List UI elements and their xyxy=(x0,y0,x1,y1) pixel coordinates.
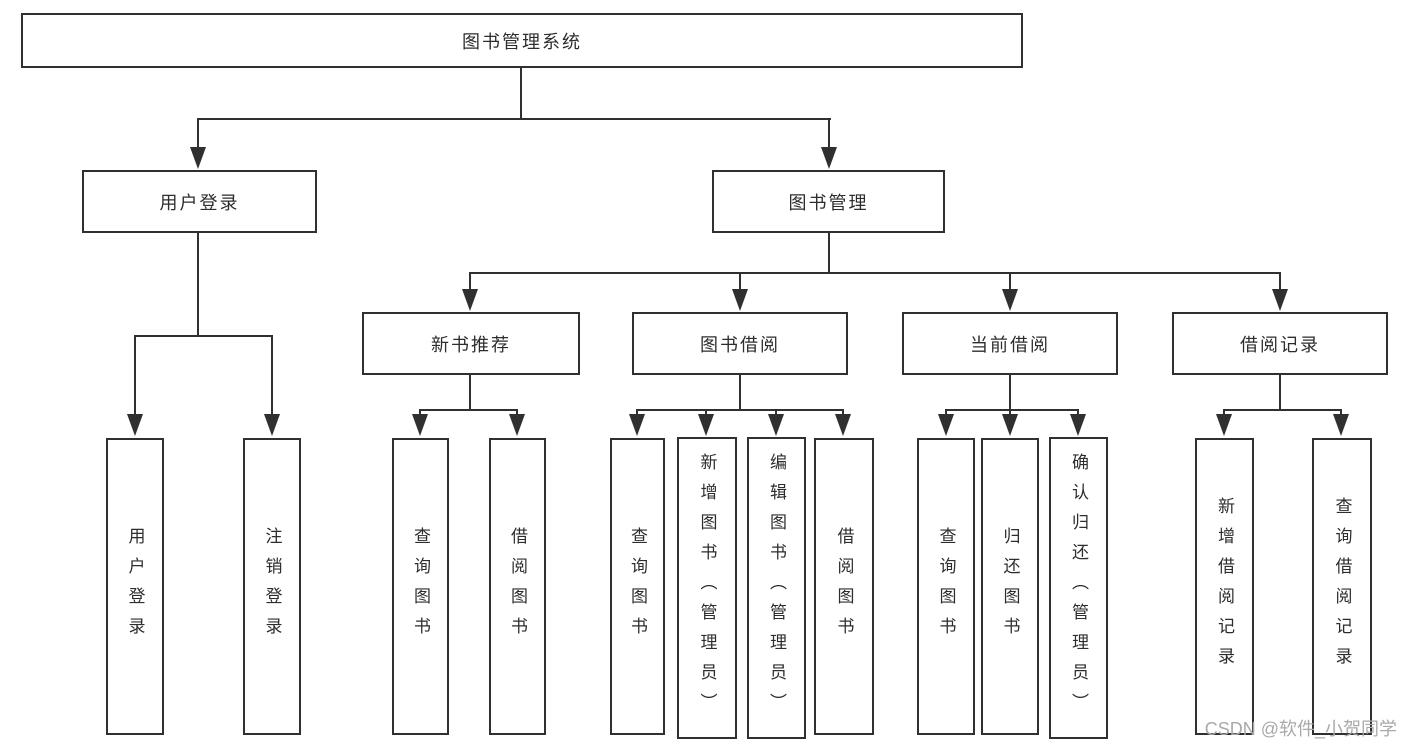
arrowhead xyxy=(698,414,714,436)
csdn-watermark: CSDN @软件_小贺同学 xyxy=(1204,719,1397,739)
leaf-return-book: 归还图书 xyxy=(981,438,1039,735)
arrowhead xyxy=(835,414,851,436)
arrowhead xyxy=(412,414,428,436)
arrowhead xyxy=(264,414,280,436)
connector xyxy=(419,409,421,416)
leaf-logout: 注销登录 xyxy=(243,438,301,735)
connector xyxy=(636,409,638,416)
arrowhead xyxy=(1070,414,1086,436)
leaf-borrow-books: 借阅图书 xyxy=(489,438,546,735)
connector xyxy=(828,233,830,272)
node-label: 查询图书 xyxy=(628,526,647,647)
arrowhead xyxy=(1002,289,1018,311)
leaf-user-login: 用户登录 xyxy=(106,438,164,735)
leaf-add-book-admin: 新增图书（管理员） xyxy=(677,437,737,739)
node-label: 查询借阅记录 xyxy=(1332,496,1352,677)
arrowhead xyxy=(127,414,143,436)
connector xyxy=(705,409,707,416)
leaf-edit-book-admin: 编辑图书（管理员） xyxy=(747,437,806,739)
node-label: 确认归还（管理员） xyxy=(1069,453,1088,723)
node-book-borrowing: 图书借阅 xyxy=(632,312,848,375)
node-label: 注销登录 xyxy=(262,526,282,647)
node-label: 归还图书 xyxy=(1000,526,1020,647)
node-borrowing-records: 借阅记录 xyxy=(1172,312,1388,375)
connector xyxy=(1223,409,1342,411)
connector xyxy=(197,233,199,335)
node-label: 图书借阅 xyxy=(700,334,780,355)
arrowhead xyxy=(629,414,645,436)
node-label: 用户登录 xyxy=(159,192,240,213)
arrowhead xyxy=(1002,414,1018,436)
connector xyxy=(197,118,199,150)
node-label: 用户登录 xyxy=(125,526,145,647)
node-book-management-system: 图书管理系统 xyxy=(21,13,1023,68)
leaf-query-books-3: 查询图书 xyxy=(917,438,975,735)
node-label: 查询图书 xyxy=(411,526,430,647)
connector xyxy=(1279,272,1281,291)
arrowhead xyxy=(462,289,478,311)
arrowhead xyxy=(1333,414,1349,436)
connector xyxy=(739,375,741,409)
arrowhead xyxy=(768,414,784,436)
connector xyxy=(134,335,136,416)
leaf-confirm-return-admin: 确认归还（管理员） xyxy=(1049,437,1108,739)
connector xyxy=(1223,409,1225,416)
connector xyxy=(1009,375,1011,409)
connector xyxy=(1077,409,1079,416)
connector xyxy=(1009,409,1011,416)
arrowhead xyxy=(938,414,954,436)
node-label: 当前借阅 xyxy=(970,334,1050,355)
connector xyxy=(197,118,831,120)
node-label: 查询图书 xyxy=(936,526,956,647)
node-label: 图书管理 xyxy=(788,192,869,213)
arrowhead xyxy=(1272,289,1288,311)
node-label: 新增借阅记录 xyxy=(1215,496,1234,677)
leaf-add-borrow-record: 新增借阅记录 xyxy=(1195,438,1254,735)
leaf-borrow-books-2: 借阅图书 xyxy=(814,438,874,735)
node-current-borrowing: 当前借阅 xyxy=(902,312,1118,375)
leaf-query-borrow-record: 查询借阅记录 xyxy=(1312,438,1372,735)
node-label: 图书管理系统 xyxy=(462,31,582,52)
connector xyxy=(739,272,741,291)
leaf-query-books: 查询图书 xyxy=(392,438,449,735)
arrowhead xyxy=(1216,414,1232,436)
node-label: 编辑图书（管理员） xyxy=(767,453,786,723)
connector xyxy=(1009,272,1011,291)
node-label: 借阅图书 xyxy=(508,526,527,647)
node-new-book-recommendation: 新书推荐 xyxy=(362,312,580,375)
connector xyxy=(520,68,522,118)
connector xyxy=(134,335,273,337)
node-label: 新增图书（管理员） xyxy=(697,453,717,723)
connector xyxy=(419,409,518,411)
connector xyxy=(469,272,471,291)
connector xyxy=(828,118,830,150)
arrowhead xyxy=(190,147,206,169)
arrowhead xyxy=(509,414,525,436)
node-user-login: 用户登录 xyxy=(82,170,317,233)
connector xyxy=(945,409,1079,411)
connector xyxy=(842,409,844,416)
connector xyxy=(1279,375,1281,409)
connector xyxy=(516,409,518,416)
connector xyxy=(775,409,777,416)
connector xyxy=(945,409,947,416)
connector xyxy=(271,335,273,416)
arrowhead xyxy=(732,289,748,311)
connector xyxy=(1340,409,1342,416)
connector xyxy=(636,409,844,411)
connector xyxy=(469,375,471,409)
node-label: 新书推荐 xyxy=(431,334,511,355)
arrowhead xyxy=(821,147,837,169)
leaf-query-books-2: 查询图书 xyxy=(610,438,665,735)
node-label: 借阅图书 xyxy=(834,526,854,647)
node-label: 借阅记录 xyxy=(1240,334,1320,355)
node-book-management: 图书管理 xyxy=(712,170,945,233)
connector xyxy=(469,272,1281,274)
